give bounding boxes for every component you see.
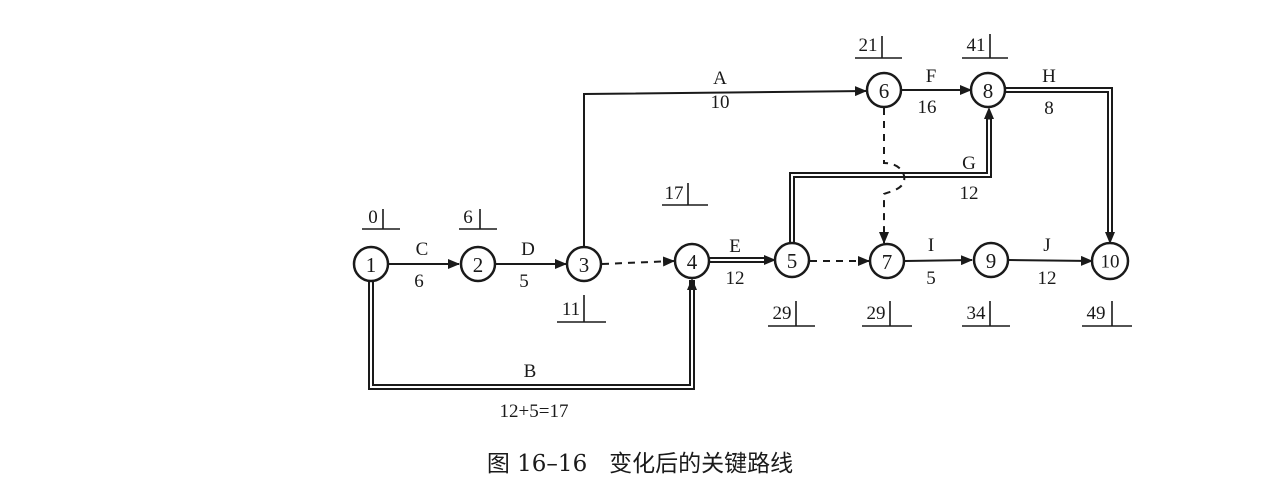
event-time-5: 29	[768, 301, 815, 327]
node-4: 4	[673, 242, 711, 280]
svg-text:49: 49	[1087, 303, 1106, 324]
node-label: 3	[579, 253, 590, 277]
activity-duration-j: 12	[1038, 268, 1057, 289]
svg-text:11: 11	[562, 299, 580, 320]
node-label: 4	[687, 250, 698, 274]
node-6: 6	[865, 71, 903, 109]
critical-arrow-b	[368, 278, 697, 390]
svg-text:29: 29	[773, 303, 792, 324]
node-7: 7	[868, 242, 906, 280]
svg-text:41: 41	[967, 35, 986, 56]
svg-text:29: 29	[867, 303, 886, 324]
figure-caption: 图 16–16 变化后的关键路线	[486, 451, 794, 477]
activity-name-i: I	[928, 235, 934, 256]
node-label: 5	[787, 249, 798, 273]
node-label: 7	[882, 250, 893, 274]
activity-name-a: A	[713, 68, 727, 89]
svg-text:17: 17	[665, 183, 684, 204]
dummy-arrow-3-4	[601, 256, 675, 267]
activity-name-h: H	[1042, 66, 1056, 87]
event-time-8: 41	[962, 34, 1008, 59]
critical-arrow-h	[1005, 87, 1115, 244]
event-time-9: 34	[962, 301, 1010, 327]
critical-arrow-g	[789, 107, 994, 243]
activity-arrow-j	[1008, 255, 1093, 266]
svg-text:21: 21	[859, 35, 878, 56]
event-time-3: 11	[557, 295, 606, 323]
activity-name-f: F	[926, 66, 937, 87]
node-label: 9	[986, 249, 997, 273]
node-label: 6	[879, 79, 890, 103]
event-time-4: 17	[662, 183, 708, 206]
activity-name-j: J	[1043, 235, 1050, 256]
dummy-arrow-6-7	[879, 108, 906, 244]
activity-duration-h: 8	[1044, 98, 1054, 119]
activity-name-b: B	[524, 361, 537, 382]
activity-duration-f: 16	[918, 97, 937, 118]
activity-arrow-a	[583, 86, 867, 246]
svg-text:0: 0	[368, 207, 378, 228]
node-9: 9	[972, 241, 1010, 279]
node-3: 3	[565, 245, 603, 283]
activity-duration-g: 12	[960, 183, 979, 204]
activity-duration-b: 12+5=17	[500, 401, 569, 422]
node-label: 2	[473, 253, 484, 277]
activity-duration-c: 6	[414, 271, 424, 292]
node-5: 5	[773, 241, 811, 279]
activity-arrow-i	[904, 255, 973, 266]
activity-duration-i: 5	[926, 268, 936, 289]
event-time-2: 6	[459, 207, 497, 230]
event-time-7: 29	[862, 301, 912, 327]
event-time-1: 0	[362, 207, 400, 230]
node-2: 2	[459, 245, 497, 283]
node-1: 1	[352, 245, 390, 283]
node-8: 8	[969, 71, 1007, 109]
activity-name-g: G	[962, 153, 976, 174]
activity-name-d: D	[521, 239, 535, 260]
node-10: 10	[1090, 241, 1130, 281]
node-label: 1	[366, 253, 377, 277]
svg-text:34: 34	[967, 303, 987, 324]
activity-name-c: C	[416, 239, 429, 260]
activity-name-e: E	[729, 236, 741, 257]
event-time-10: 49	[1082, 301, 1132, 327]
activity-duration-d: 5	[519, 271, 529, 292]
svg-text:6: 6	[463, 207, 473, 228]
node-label: 10	[1101, 252, 1120, 273]
activity-duration-a: 10	[711, 92, 730, 113]
node-label: 8	[983, 79, 994, 103]
event-time-6: 21	[855, 35, 902, 59]
activity-duration-e: 12	[726, 268, 745, 289]
